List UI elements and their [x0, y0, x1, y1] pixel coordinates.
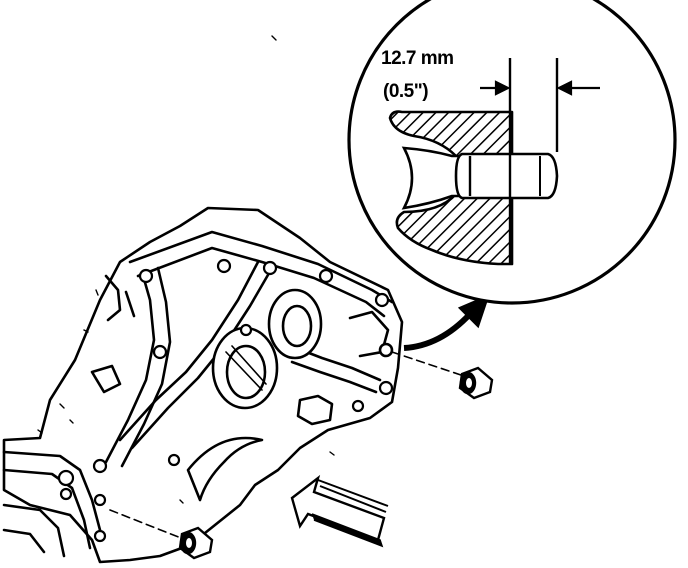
diagonal-rib-left — [104, 266, 172, 468]
detail-boss-mid — [296, 394, 334, 426]
detail-upper-left — [104, 274, 136, 322]
detail-left-tab — [90, 364, 122, 394]
dimension-label-imperial: (0.5") — [383, 81, 429, 102]
crank-seal-inner — [225, 344, 267, 400]
dowel-centerline-upper — [391, 351, 465, 377]
detail-view — [347, 0, 677, 305]
gasket-flange-top — [128, 230, 394, 318]
dowel-centerline-lower — [109, 509, 187, 541]
callout-arrow — [403, 293, 490, 351]
oil-pump-bore — [267, 288, 323, 360]
housing-lower-left — [2, 450, 102, 558]
dimension-arrows — [480, 80, 600, 96]
bolt-holes — [57, 258, 394, 543]
hatched-section — [388, 110, 514, 266]
front-cover-assembly — [2, 35, 465, 564]
casting-texture — [37, 35, 335, 504]
lower-crescent — [186, 436, 264, 502]
diagonal-rib-center — [118, 260, 274, 450]
dowel-hole-upper — [378, 342, 394, 358]
install-direction-arrow — [290, 474, 389, 548]
dimension-label-metric: 12.7 mm — [381, 48, 454, 69]
oil-pump-bore-inner — [281, 304, 313, 348]
crank-seal-bore — [211, 326, 279, 410]
detail-right-flange — [348, 310, 390, 358]
dowel-pin-lower — [178, 526, 214, 560]
dowel-pin-section — [454, 152, 559, 200]
dowel-pin-upper — [458, 366, 494, 400]
